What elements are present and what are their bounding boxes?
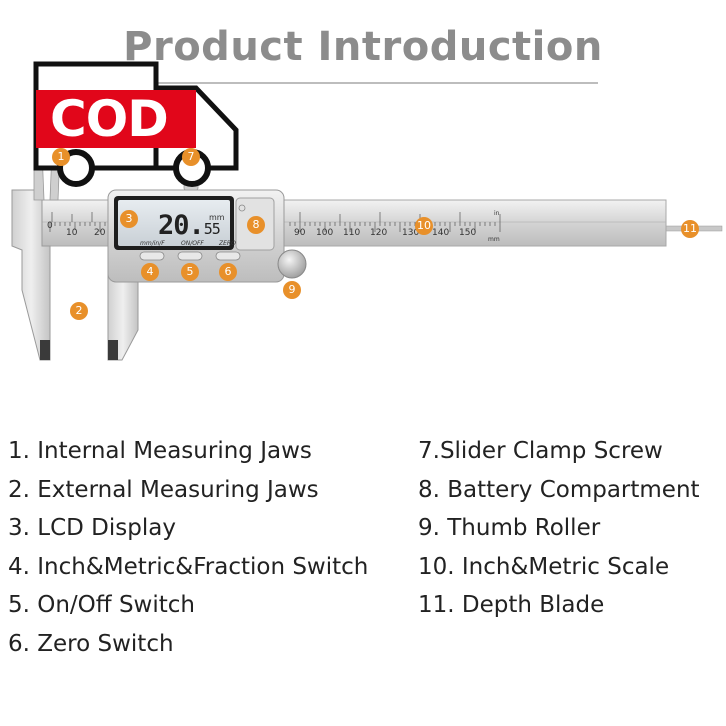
- scale-number: 0: [47, 221, 53, 231]
- lcd-unit: mm: [209, 213, 225, 222]
- caliper-illustration: [11, 61, 723, 361]
- feature-list-left: 1. Internal Measuring Jaws 2. External M…: [8, 432, 368, 664]
- cod-label: COD: [50, 90, 169, 148]
- scale-number: 10: [66, 228, 78, 238]
- mode-switch-label: mm/in/F: [140, 240, 165, 247]
- callout-badge: 5: [181, 263, 199, 281]
- mode-switch: [139, 251, 165, 261]
- lcd-screen: [118, 200, 230, 246]
- scale-number: 150: [459, 228, 477, 238]
- callout-badge: 11: [681, 220, 699, 238]
- page-title: Product Introduction: [123, 24, 603, 70]
- list-item: 3. LCD Display: [8, 515, 176, 542]
- power-switch-label: ON/OFF: [181, 240, 204, 247]
- list-item: 9. Thumb Roller: [418, 515, 601, 542]
- zero-switch-label: ZERO: [219, 240, 236, 247]
- thumb-roller: [277, 249, 307, 279]
- list-item: 8. Battery Compartment: [418, 476, 700, 503]
- power-switch: [177, 251, 203, 261]
- callout-badge: 6: [219, 263, 237, 281]
- scale-number: 110: [343, 228, 361, 238]
- list-item: 2. External Measuring Jaws: [8, 476, 319, 503]
- scale-unit-inch: in: [494, 210, 500, 217]
- callout-badge: 8: [247, 216, 265, 234]
- scale-number: 20: [94, 228, 106, 238]
- list-item: 6. Zero Switch: [8, 630, 174, 657]
- feature-list-right: 7.Slider Clamp Screw 8. Battery Compartm…: [418, 432, 700, 625]
- callout-badge: 10: [415, 217, 433, 235]
- list-item: 7.Slider Clamp Screw: [418, 438, 663, 464]
- list-item: 4. Inch&Metric&Fraction Switch: [8, 553, 369, 580]
- scale-number: 130: [402, 228, 420, 238]
- lcd-reading-main: 20.: [158, 210, 205, 241]
- callout-badge: 2: [70, 302, 88, 320]
- scale-number: 120: [370, 228, 388, 238]
- lcd-reading: 20.55: [158, 210, 221, 241]
- list-item: 11. Depth Blade: [418, 592, 605, 619]
- zero-switch: [215, 251, 241, 261]
- callout-badge: 9: [283, 281, 301, 299]
- lcd-reading-decimals: 55: [203, 220, 221, 238]
- callout-badge: 4: [141, 263, 159, 281]
- list-item: 5. On/Off Switch: [8, 592, 195, 619]
- callout-badge: 3: [120, 210, 138, 228]
- scale-number: 100: [316, 228, 334, 238]
- callout-badge: 7: [182, 148, 200, 166]
- scale-number: 90: [294, 228, 306, 238]
- callout-badge: 1: [52, 148, 70, 166]
- list-item: 10. Inch&Metric Scale: [418, 553, 670, 580]
- scale-unit-mm: mm: [488, 236, 500, 243]
- list-item: 1. Internal Measuring Jaws: [8, 438, 312, 464]
- scale-number: 140: [432, 228, 450, 238]
- title-underline: [112, 82, 598, 84]
